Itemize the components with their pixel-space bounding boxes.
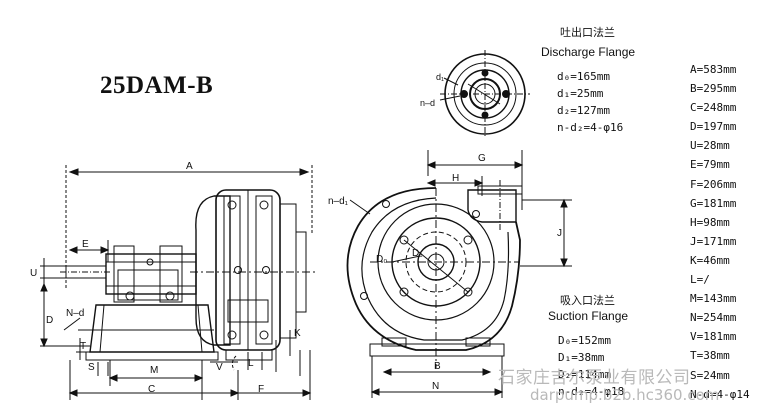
dim-u: U=28mm: [690, 139, 730, 153]
label-s: S: [88, 362, 95, 373]
dim-j: J=171mm: [690, 234, 737, 248]
label-a: A: [186, 161, 193, 172]
label-t: T: [80, 341, 86, 352]
watermark-company: 石家庄吉尔泵业有限公司: [498, 368, 691, 388]
dim-g: G=181mm: [690, 196, 737, 210]
discharge-spec-d2: d₂=127mm: [557, 104, 610, 117]
dim-f: F=206mm: [690, 177, 737, 191]
label-g: G: [478, 153, 486, 164]
label-k: K: [294, 328, 301, 339]
label-d: D: [46, 315, 53, 326]
dim-k: K=46mm: [690, 253, 730, 267]
label-d1-casing: D₁: [412, 248, 423, 259]
dim-e: E=79mm: [690, 158, 730, 172]
model-title: 25DAM-B: [100, 72, 214, 99]
dim-l: L=/: [690, 273, 710, 287]
front-casing-view: [346, 150, 572, 398]
discharge-spec-n-d2: n-d₂=4-φ16: [557, 121, 624, 134]
label-e: E: [82, 239, 89, 250]
label-n: N: [432, 381, 439, 392]
label-u: U: [30, 268, 37, 279]
discharge-flange-specs: d₀=165mm d₁=25mm d₂=127mm n-d₂=4-φ16: [557, 68, 623, 136]
dim-s: S=24mm: [690, 368, 730, 382]
label-c: C: [148, 384, 155, 395]
suction-spec-n-d2: n-d₂=4-φ18: [558, 385, 625, 398]
dimension-list: A=583mm B=295mm C=248mm D=197mm U=28mm E…: [690, 60, 750, 404]
label-m: M: [150, 365, 158, 376]
label-l: L: [248, 358, 254, 369]
label-h: H: [452, 173, 459, 184]
suction-spec-d2: D₂=114mm: [558, 368, 611, 381]
suction-spec-d0: D₀=152mm: [558, 334, 611, 347]
discharge-flange-view: [439, 50, 530, 138]
dim-b: B=295mm: [690, 82, 737, 96]
dim-c: C=248mm: [690, 101, 737, 115]
dim-d: D=197mm: [690, 120, 737, 134]
suction-flange-title-cn: 吸入口法兰: [560, 294, 615, 307]
label-n-d: N–d: [66, 308, 84, 319]
dim-v: V=181mm: [690, 330, 737, 344]
dim-a: A=583mm: [690, 63, 737, 76]
label-b: B: [434, 361, 441, 372]
suction-spec-d1: D₁=38mm: [558, 351, 605, 364]
suction-flange-title-en: Suction Flange: [548, 309, 629, 323]
discharge-flange-title-cn: 吐出口法兰: [560, 26, 615, 39]
discharge-spec-d1: d₁=25mm: [557, 87, 604, 100]
suction-flange-specs: D₀=152mm D₁=38mm D₂=114mm n-d₂=4-φ18: [558, 332, 624, 400]
dim-n: N=254mm: [690, 311, 737, 325]
label-n-d1: n–d₁: [328, 196, 349, 207]
dim-n-d: N-d=4-φ14: [690, 387, 750, 401]
label-j: J: [557, 228, 562, 239]
label-d0: D₀: [376, 254, 387, 265]
label-v: V: [216, 362, 223, 373]
label-f: F: [258, 384, 264, 395]
discharge-spec-d0: d₀=165mm: [557, 70, 610, 83]
label-d1-flange: d₁: [436, 72, 444, 82]
dim-m: M=143mm: [690, 292, 737, 306]
watermark-url: darpump.b2b.hc360.com: [530, 386, 720, 404]
discharge-flange-title-en: Discharge Flange: [541, 45, 636, 59]
label-n-d-flange: n–d: [420, 98, 435, 108]
side-elevation-view: [40, 165, 318, 400]
dim-t: T=38mm: [690, 349, 730, 363]
dim-h: H=98mm: [690, 215, 730, 229]
